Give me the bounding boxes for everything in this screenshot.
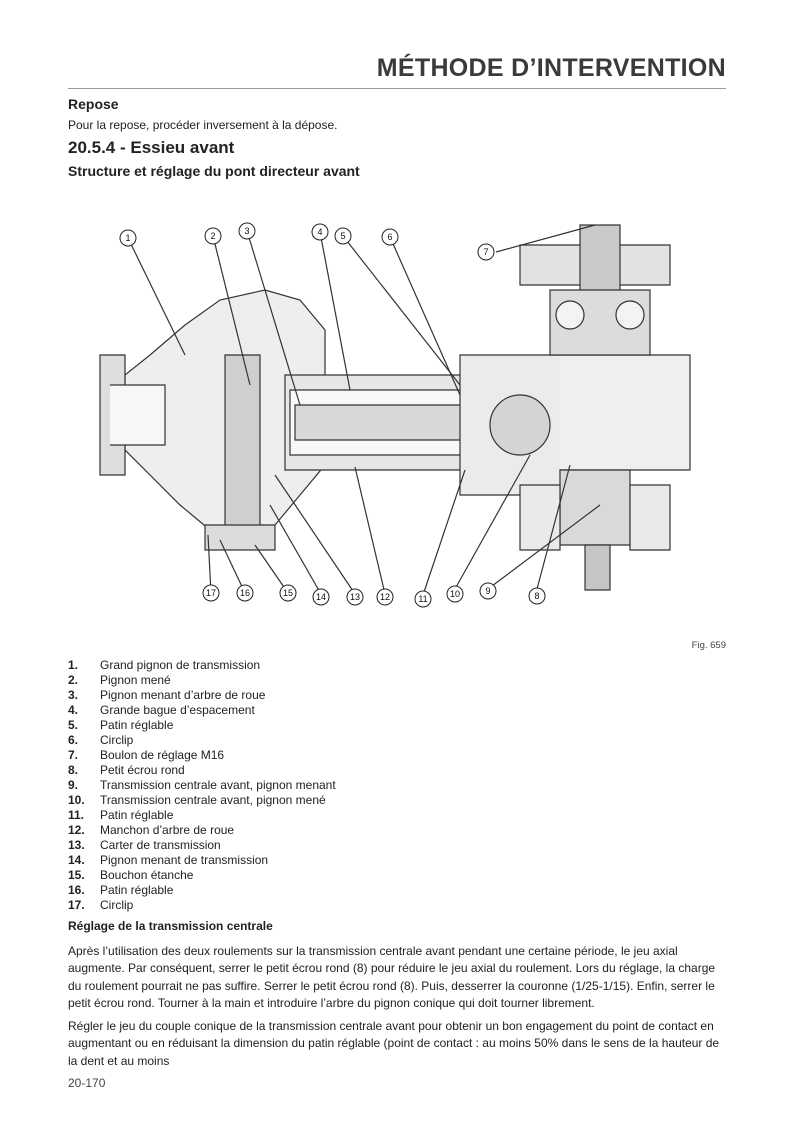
legend-item: 5. Patin réglable: [68, 718, 568, 733]
section-heading: 20.5.4 - Essieu avant: [68, 138, 235, 157]
legend-number: 12.: [68, 823, 85, 837]
legend-number: 6.: [68, 733, 79, 747]
legend-item: 14. Pignon menant de transmission: [68, 853, 568, 868]
legend-label: Patin réglable: [100, 883, 174, 897]
callout-4: 4: [317, 227, 322, 237]
legend-label: Grand pignon de transmission: [100, 658, 261, 672]
legend-item: 4. Grande bague d’espacement: [68, 703, 568, 718]
legend-label: Transmission centrale avant, pignon mena…: [100, 778, 336, 792]
axle-diagram: 1 2 3 4 5 6 7 8 9 10 11 12 13 14 15 16 1…: [90, 205, 710, 625]
header-rule: [68, 88, 726, 89]
legend-label: Boulon de réglage M16: [100, 748, 225, 762]
legend-number: 7.: [68, 748, 79, 762]
legend-item: 3. Pignon menant d’arbre de roue: [68, 688, 568, 703]
legend-number: 5.: [68, 718, 79, 732]
page-header-title: MÉTHODE D’INTERVENTION: [376, 54, 726, 82]
reglage-heading: Réglage de la transmission centrale: [68, 919, 273, 933]
legend-item: 12. Manchon d’arbre de roue: [68, 823, 568, 838]
legend-item: 6. Circlip: [68, 733, 568, 748]
legend-label: Transmission centrale avant, pignon mené: [100, 793, 326, 807]
legend-label: Bouchon étanche: [100, 868, 194, 882]
legend-label: Patin réglable: [100, 808, 174, 822]
callout-17: 17: [206, 588, 216, 598]
legend-item: 8. Petit écrou rond: [68, 763, 568, 778]
callout-5: 5: [340, 231, 345, 241]
callout-3: 3: [244, 226, 249, 236]
legend-label: Pignon menant d’arbre de roue: [100, 688, 266, 702]
callout-15: 15: [283, 588, 293, 598]
legend-item: 15. Bouchon étanche: [68, 868, 568, 883]
callout-10: 10: [450, 589, 460, 599]
repose-heading: Repose: [68, 96, 119, 112]
repose-text: Pour la repose, procéder inversement à l…: [68, 118, 338, 132]
legend-label: Circlip: [100, 898, 134, 912]
callout-11: 11: [418, 594, 427, 604]
axle-cross-section-drawing: 1 2 3 4 5 6 7 8 9 10 11 12 13 14 15 16 1…: [99, 222, 691, 608]
legend-item: 13. Carter de transmission: [68, 838, 568, 853]
callout-14: 14: [316, 592, 326, 602]
legend-label: Grande bague d’espacement: [100, 703, 255, 717]
legend-label: Patin réglable: [100, 718, 174, 732]
legend-item: 16. Patin réglable: [68, 883, 568, 898]
callout-16: 16: [240, 588, 250, 598]
callout-13: 13: [350, 592, 360, 602]
legend-number: 15.: [68, 868, 85, 882]
legend-number: 16.: [68, 883, 85, 897]
parts-legend: 1. Grand pignon de transmission 2. Pignon …: [68, 658, 568, 913]
legend-number: 10.: [68, 793, 85, 807]
legend-item: 1. Grand pignon de transmission: [68, 658, 568, 673]
figure-caption: Fig. 659: [691, 640, 726, 651]
legend-number: 2.: [68, 673, 79, 687]
callout-12: 12: [380, 592, 390, 602]
callout-1: 1: [125, 233, 130, 243]
legend-label: Pignon mené: [100, 673, 171, 687]
callout-7: 7: [483, 247, 488, 257]
legend-number: 11.: [68, 808, 85, 822]
legend-number: 14.: [68, 853, 85, 867]
legend-item: 2. Pignon mené: [68, 673, 568, 688]
callout-2: 2: [210, 231, 215, 241]
reglage-paragraph-2: Régler le jeu du couple conique de la tr…: [68, 1019, 720, 1068]
legend-label: Petit écrou rond: [100, 763, 185, 777]
legend-number: 9.: [68, 778, 79, 792]
legend-number: 13.: [68, 838, 85, 852]
legend-number: 3.: [68, 688, 79, 702]
page-number: 20-170: [68, 1076, 106, 1090]
legend-number: 4.: [68, 703, 79, 717]
legend-label: Manchon d’arbre de roue: [100, 823, 235, 837]
legend-number: 17.: [68, 898, 85, 912]
legend-item: 17. Circlip: [68, 898, 568, 913]
legend-number: 1.: [68, 658, 79, 672]
callout-9: 9: [485, 586, 490, 596]
legend-label: Pignon menant de transmission: [100, 853, 269, 867]
section-subheading: Structure et réglage du pont directeur a…: [68, 163, 360, 179]
legend-item: 7. Boulon de réglage M16: [68, 748, 568, 763]
legend-item: 11. Patin réglable: [68, 808, 568, 823]
callout-8: 8: [534, 591, 539, 601]
legend-number: 8.: [68, 763, 79, 777]
legend-item: 9. Transmission centrale avant, pignon me…: [68, 778, 568, 793]
callout-6: 6: [387, 232, 392, 242]
legend-label: Circlip: [100, 733, 134, 747]
legend-item: 10. Transmission centrale avant, pignon m…: [68, 793, 568, 808]
legend-label: Carter de transmission: [100, 838, 221, 852]
reglage-paragraph-1: Après l’utilisation des deux roulements …: [68, 944, 716, 1011]
